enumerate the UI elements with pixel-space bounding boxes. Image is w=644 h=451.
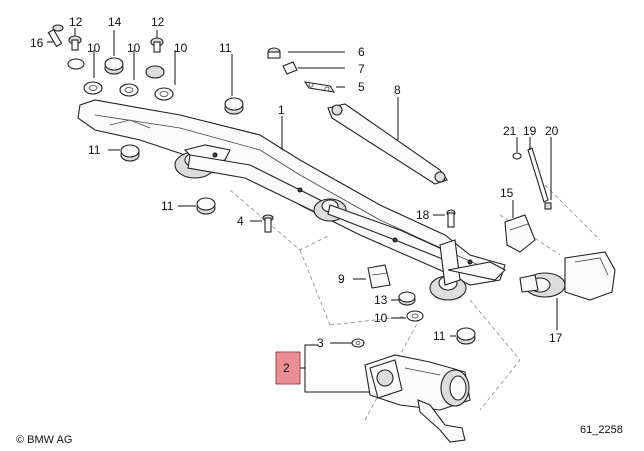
callout-5: 5 xyxy=(358,80,365,94)
leader-lines xyxy=(47,28,558,393)
callout-8: 8 xyxy=(394,83,401,97)
callout-2: 2 xyxy=(283,361,290,375)
callout-6: 6 xyxy=(358,45,365,59)
mount-11-a xyxy=(224,97,244,115)
callout-10-a: 10 xyxy=(87,41,101,55)
washer-3 xyxy=(351,338,365,348)
callout-10-b: 10 xyxy=(127,41,141,55)
bolt-12-a xyxy=(68,35,82,51)
callout-13: 13 xyxy=(374,293,388,307)
callout-17: 17 xyxy=(549,331,563,345)
callout-3: 3 xyxy=(317,336,324,350)
bolt-4 xyxy=(262,214,274,233)
bolt-18 xyxy=(446,209,456,228)
nut-20 xyxy=(544,202,552,210)
callout-labels: 16 12 14 12 10 10 10 11 6 7 5 8 1 11 11 … xyxy=(30,15,563,375)
washer-13 xyxy=(398,291,416,306)
mount-11-b xyxy=(120,144,140,162)
callout-9: 9 xyxy=(338,272,345,286)
front-motor-2 xyxy=(364,354,471,443)
callout-21: 21 xyxy=(503,124,517,138)
mount-11-c xyxy=(196,197,216,215)
clip-7 xyxy=(282,61,298,75)
callout-15: 15 xyxy=(500,186,514,200)
copyright-text: © BMW AG xyxy=(16,434,72,446)
callout-11-d: 11 xyxy=(433,329,446,343)
push-rod-8 xyxy=(327,103,448,185)
callout-11-a: 11 xyxy=(219,41,232,55)
callout-14: 14 xyxy=(108,15,122,29)
callout-20: 20 xyxy=(545,124,559,138)
linkage-frame xyxy=(77,99,506,301)
callout-10-d: 10 xyxy=(374,311,388,325)
bolt-12-b xyxy=(150,37,164,53)
callout-4: 4 xyxy=(237,214,244,228)
ring-21 xyxy=(512,152,522,160)
mount-11-d xyxy=(456,327,476,345)
callout-1: 1 xyxy=(278,103,285,117)
link-5 xyxy=(303,81,336,93)
callout-12-a: 12 xyxy=(69,15,83,29)
rear-motor-17 xyxy=(519,251,616,301)
callout-11-b: 11 xyxy=(88,143,101,157)
washer-10-bottom xyxy=(406,310,424,322)
screw-16 xyxy=(47,24,64,48)
callout-19: 19 xyxy=(523,124,537,138)
callout-11-c: 11 xyxy=(161,199,174,213)
callout-7: 7 xyxy=(358,62,365,76)
cover-15 xyxy=(504,214,536,253)
callout-16: 16 xyxy=(30,36,44,50)
drawing-id: 61_2258 xyxy=(580,424,623,436)
callout-18: 18 xyxy=(416,208,430,222)
rings-10 xyxy=(83,81,174,101)
clip-9 xyxy=(367,264,391,289)
callout-12-b: 12 xyxy=(151,15,165,29)
callout-10-c: 10 xyxy=(174,41,188,55)
rod-19 xyxy=(527,147,549,203)
washer-10-top xyxy=(67,58,165,79)
callout-2-highlight xyxy=(275,351,301,385)
cap-6 xyxy=(267,47,281,59)
bushing-14 xyxy=(104,57,124,75)
